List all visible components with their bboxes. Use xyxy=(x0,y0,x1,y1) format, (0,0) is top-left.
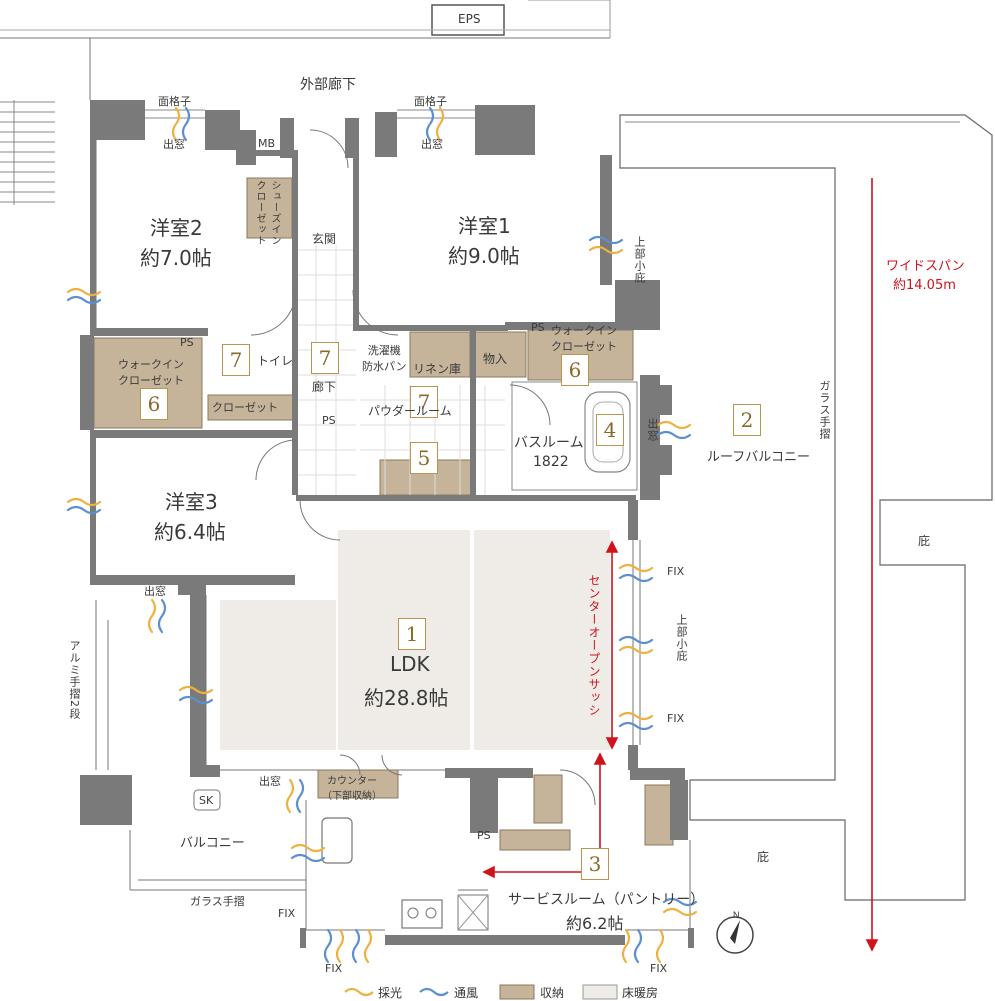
eave-label-2: 庇 xyxy=(757,850,770,864)
bath-size: 1822 xyxy=(533,454,569,470)
roof-balcony-outline xyxy=(619,114,993,901)
alu-rail-label: アルミ手摺2段 xyxy=(68,640,81,720)
sk-label: SK xyxy=(199,794,214,807)
left-stairs xyxy=(0,100,55,205)
bay-window-label-1: 出窓 xyxy=(163,138,185,151)
airflow-marks xyxy=(66,106,698,964)
ldk-name: LDK xyxy=(390,652,430,676)
badge-service: 3 xyxy=(581,848,609,880)
ldk-size: 約28.8帖 xyxy=(364,686,449,710)
toilet-name: トイレ xyxy=(257,354,294,368)
fix-label-2: FIX xyxy=(667,712,685,725)
bay-window-label-3: 出窓 xyxy=(144,585,166,598)
badge-roof: 2 xyxy=(733,404,761,436)
floor-heat-ldk-right xyxy=(474,530,610,750)
upper-eave-label-1: 上部小庇 xyxy=(633,236,646,284)
floor-heat-ldk-left xyxy=(220,600,336,750)
entrance-name: 玄関 xyxy=(312,232,337,246)
linen-label: リネン庫 xyxy=(413,362,462,376)
upper-eave-label-2: 上部小庇 xyxy=(675,614,688,662)
badge-toilet: 7 xyxy=(222,344,250,376)
legend-swatches xyxy=(344,984,618,1000)
ps-label-2: PS xyxy=(531,321,545,334)
washer-label: 洗濯機 防水パン xyxy=(362,344,407,373)
fix-label-1: FIX xyxy=(667,565,685,578)
center-sash-label: センターオープンサッシ xyxy=(587,574,601,717)
hall-name: 廊下 xyxy=(312,380,337,394)
ps-label-1: PS xyxy=(180,336,194,349)
badge-powder-storage: 5 xyxy=(410,442,438,474)
wide-span-label: ワイドスパン xyxy=(886,259,965,274)
badge-wic-right: 6 xyxy=(561,354,589,386)
bay-window-label-5: 出窓 xyxy=(646,418,659,442)
room3-size: 約6.4帖 xyxy=(154,520,226,544)
room1-size: 約9.0帖 xyxy=(448,244,520,268)
service-room-size: 約6.2帖 xyxy=(566,914,624,933)
grille-label-2: 面格子 xyxy=(414,95,447,108)
roof-balcony-name: ルーフバルコニー xyxy=(707,450,810,465)
shoes-closet-label: シューズイン クローゼット xyxy=(254,180,280,246)
grille-label-1: 面格子 xyxy=(158,95,191,108)
legend-storage: 収納 xyxy=(540,986,565,1000)
walls xyxy=(80,100,694,948)
legend-floor-heat: 床暖房 xyxy=(622,986,659,1000)
badge-powder: 7 xyxy=(410,386,438,418)
ps-label-3: PS xyxy=(322,414,336,427)
ps-label-4: PS xyxy=(477,829,491,842)
closet-label: クローゼット xyxy=(212,401,278,414)
badge-bath: 4 xyxy=(596,414,624,446)
badge-ldk: 1 xyxy=(398,618,426,650)
legend-wind: 通風 xyxy=(454,986,479,1000)
room3-name: 洋室3 xyxy=(165,490,218,514)
bath-name: バスルーム xyxy=(514,435,584,451)
badge-hall: 7 xyxy=(311,342,339,374)
legend-light: 採光 xyxy=(378,986,403,1000)
wic-right-label: ウォークイン クローゼット xyxy=(551,324,617,353)
glass-rail-side-label: ガラス手摺 xyxy=(818,380,831,440)
room1-name: 洋室1 xyxy=(458,214,511,238)
glass-rail-bottom-label: ガラス手摺 xyxy=(190,895,245,908)
corridor-label: 外部廊下 xyxy=(300,77,356,93)
bay-window-label-2: 出窓 xyxy=(421,138,443,151)
fix-label-3: FIX xyxy=(278,907,296,920)
room2-size: 約7.0帖 xyxy=(140,246,212,270)
sk-box xyxy=(193,789,221,811)
mono-label: 物入 xyxy=(483,352,508,366)
compass-icon: N xyxy=(716,910,754,954)
bay-window-label-4: 出窓 xyxy=(259,775,281,788)
svg-text:N: N xyxy=(733,910,740,920)
badge-wic-left: 6 xyxy=(140,388,168,420)
service-room-name: サービスルーム（パントリー） xyxy=(508,892,705,908)
wide-span-value: 約14.05m xyxy=(893,278,956,293)
powder-name: パウダールーム xyxy=(368,404,452,418)
wide-span-arrow xyxy=(865,178,879,952)
eps-label: EPS xyxy=(458,12,481,26)
room2-name: 洋室2 xyxy=(150,216,203,240)
kitchen-sink xyxy=(321,817,353,864)
counter-label: カウンター （下部収納） xyxy=(322,776,382,802)
balcony-name: バルコニー xyxy=(180,836,245,851)
mb-label: MB xyxy=(258,137,276,150)
wic-left-label: ウォークイン クローゼット xyxy=(118,358,184,387)
eave-label-1: 庇 xyxy=(918,534,931,548)
cooktop xyxy=(401,899,443,929)
fix-label-5: FIX xyxy=(650,962,668,975)
fix-label-4: FIX xyxy=(325,962,343,975)
